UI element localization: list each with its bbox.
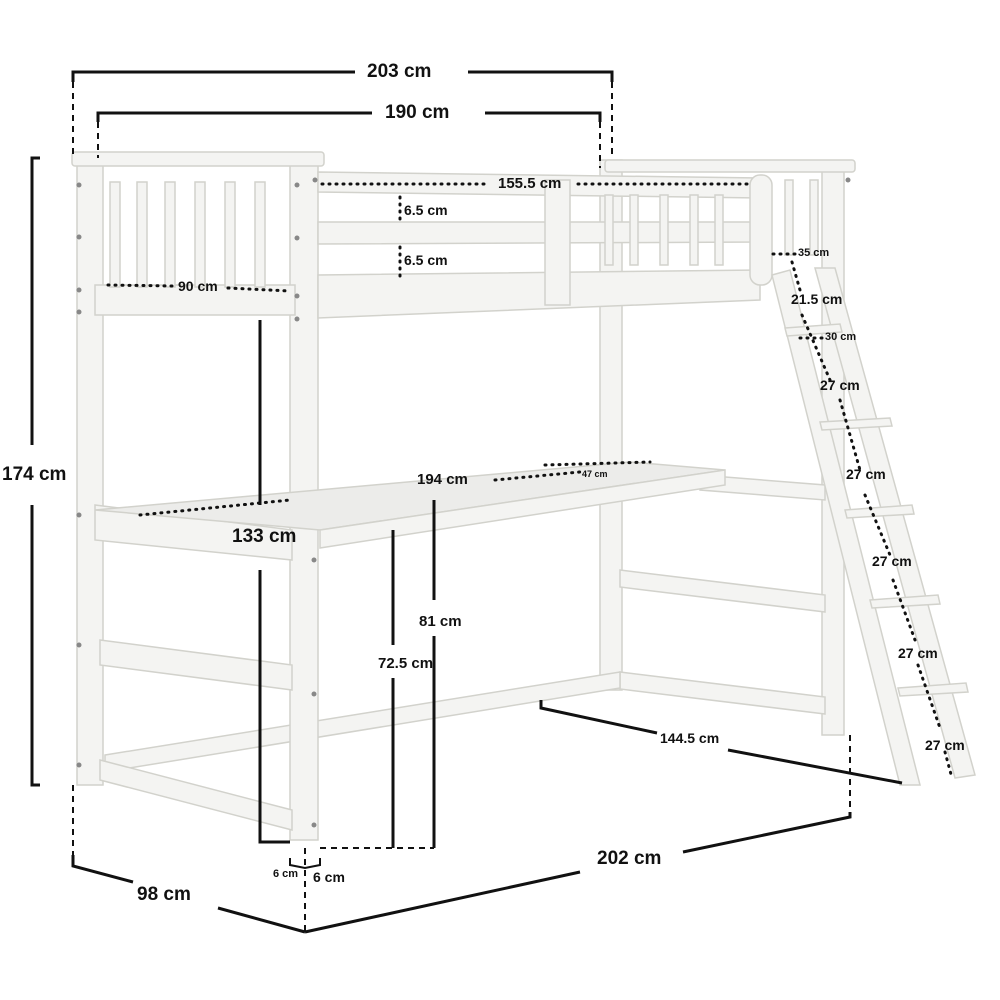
guard-rail-post (544, 179, 571, 306)
desk-under-height-label: 72.5 cm (378, 655, 434, 672)
ladder-step-spacing-3: 27 cm (872, 553, 912, 569)
ladder-handle-post (749, 174, 773, 286)
bed-frame (71, 151, 976, 841)
ladder-top-width-label: 35 cm (798, 247, 830, 259)
desk-length-label: 194 cm (417, 471, 468, 488)
extension-lines (72, 82, 851, 932)
ladder-step-spacing-2: 27 cm (846, 466, 886, 482)
footboard-cap (604, 159, 856, 173)
back-right-lower-rail (619, 569, 826, 613)
ladder-step-width-label: 30 cm (825, 331, 857, 343)
rail-gap-top-label: 6.5 cm (404, 202, 448, 218)
inner-length-label: 190 cm (385, 102, 450, 123)
ladder-left-rail (771, 269, 921, 786)
base-length-label: 202 cm (597, 848, 662, 869)
overall-length-label: 203 cm (367, 61, 432, 82)
post-width-left-label: 6 cm (273, 868, 299, 880)
headboard-width-label: 90 cm (178, 278, 218, 294)
ladder-right-rail (814, 267, 976, 779)
headboard-slats (109, 181, 266, 288)
overall-width-label: 98 cm (137, 884, 191, 905)
dotted-dimension-lines (106, 182, 954, 780)
dimension-lines (30, 70, 903, 934)
left-end-floor-rail (99, 759, 293, 831)
left-end-mid-rail (99, 639, 293, 691)
ladder-steps (784, 323, 969, 697)
ladder-first-step-label: 21.5 cm (791, 291, 843, 307)
ladder-step-spacing-5: 27 cm (925, 737, 965, 753)
desk-front-edge (319, 469, 726, 549)
top-rail-length-label: 155.5 cm (498, 175, 562, 192)
desk-depth-label: 47 cm (582, 469, 608, 479)
overall-height-label: 174 cm (2, 464, 67, 485)
under-bed-height-label: 133 cm (232, 526, 297, 547)
headboard-cap (71, 151, 325, 167)
side-bed-rail (317, 269, 761, 319)
ladder-step-spacing-1: 27 cm (820, 377, 860, 393)
ladder-step-spacing-4: 27 cm (898, 645, 938, 661)
front-left-post (76, 164, 104, 786)
back-floor-rail (104, 671, 621, 773)
rail-gap-bottom-label: 6.5 cm (404, 252, 448, 268)
post-width-right-label: 6 cm (313, 869, 345, 885)
back-right-floor-rail (619, 671, 826, 715)
ladder-base-offset-label: 144.5 cm (660, 730, 720, 746)
bolts (76, 177, 851, 828)
desk-top-height-label: 81 cm (419, 613, 462, 630)
